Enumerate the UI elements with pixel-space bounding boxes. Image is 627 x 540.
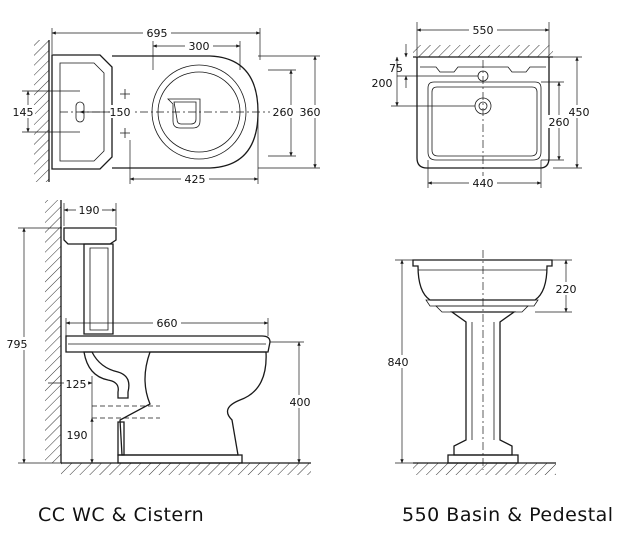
dim-bg — [153, 316, 181, 329]
basin-plan-width: 550 — [473, 24, 494, 37]
dim-bg — [271, 105, 295, 118]
wc-plan-bowl-outlet-inner — [173, 101, 197, 125]
wc-plan-cistern — [51, 54, 113, 170]
wc-elev-floor-hatch — [61, 463, 311, 475]
wc-elev-seat — [65, 335, 271, 353]
wc-elev-waste-height: 125 — [66, 378, 87, 391]
basin-plan-bowl-inner — [431, 86, 538, 157]
basin-elev-overall-height: 840 — [388, 356, 409, 369]
wc-elev-flush-pipe — [83, 351, 130, 399]
wc-plan-cistern-inner — [59, 62, 105, 162]
dim-bg — [181, 172, 209, 185]
basin-plan-bowl — [427, 81, 542, 161]
wc-elev-projection: 660 — [157, 317, 178, 330]
wc-plan-cistern-offset: 150 — [110, 106, 131, 119]
wc-elev-outlet — [117, 421, 125, 456]
wc-plan-overall-width: 360 — [300, 106, 321, 119]
dim-bg — [64, 428, 90, 441]
wc-elev-cistern-lid — [63, 227, 117, 245]
wc-elev-pan-height: 400 — [290, 396, 311, 409]
dim-bg — [386, 355, 412, 368]
basin-plan-wall-hatch — [413, 45, 553, 57]
wc-elev-pan-foot — [117, 454, 243, 464]
dim-bg — [299, 105, 323, 118]
basin-elev-band — [435, 305, 529, 313]
wc-elev-pan — [119, 351, 267, 456]
dim-bg — [469, 176, 497, 189]
wc-plan-pan-width: 260 — [273, 106, 294, 119]
dim-bg — [76, 203, 102, 216]
dim-bg — [2, 337, 32, 350]
wc-plan-fixing-cross — [120, 128, 130, 138]
dim-bg — [110, 105, 132, 118]
basin-plan-outline — [416, 57, 550, 169]
basin-plan-view: 550 75 200 260 450 440 — [371, 22, 591, 190]
wc-plan-wall-hatch — [34, 40, 49, 182]
wc-plan-overall-length: 695 — [147, 27, 168, 40]
dim-bg — [185, 39, 213, 52]
dim-bg — [11, 105, 35, 118]
basin-plan-waste-offset: 200 — [372, 77, 393, 90]
basin-plan-bowl-depth: 260 — [549, 116, 570, 129]
wc-plan-hole-spacing: 145 — [13, 106, 34, 119]
basin-elevation-view: 220 840 — [386, 250, 580, 475]
dim-bg — [371, 76, 395, 89]
basin-caption: 550 Basin & Pedestal — [402, 504, 614, 526]
wc-elevation-view: 190 795 660 125 400 190 — [2, 200, 314, 475]
wc-elev-outlet-height: 190 — [67, 429, 88, 442]
dim-bg — [386, 62, 404, 74]
wc-elev-cistern-depth: 190 — [79, 204, 100, 217]
wc-elev-cistern-panel — [89, 247, 109, 331]
basin-plan-overall-depth: 450 — [569, 106, 590, 119]
wc-caption: CC WC & Cistern — [38, 504, 205, 526]
wc-elev-cistern-body — [83, 243, 114, 335]
basin-elev-bowl-height: 220 — [556, 283, 577, 296]
dim-bg — [554, 282, 580, 295]
wc-elev-wall-hatch — [45, 200, 61, 463]
wc-plan-view: 695 300 260 360 145 150 425 — [11, 26, 323, 186]
dim-bg — [64, 377, 88, 390]
basin-elev-bowl — [412, 259, 553, 301]
wc-plan-fixing-cross — [120, 89, 130, 99]
dim-bg — [143, 26, 171, 39]
dim-bg — [288, 395, 314, 408]
basin-plan-bowl-width: 440 — [473, 177, 494, 190]
basin-elev-floor-hatch — [413, 463, 556, 475]
dim-bg — [567, 105, 591, 118]
basin-plan-tap-offset: 75 — [389, 62, 403, 75]
wc-elev-overall-height: 795 — [7, 338, 28, 351]
wc-plan-seat-width: 300 — [189, 40, 210, 53]
wc-plan-bowl-outlet — [167, 98, 201, 129]
basin-elev-band — [425, 299, 539, 307]
dim-bg — [547, 115, 571, 128]
dim-bg — [469, 23, 497, 36]
wc-plan-fixing-length: 425 — [185, 173, 206, 186]
